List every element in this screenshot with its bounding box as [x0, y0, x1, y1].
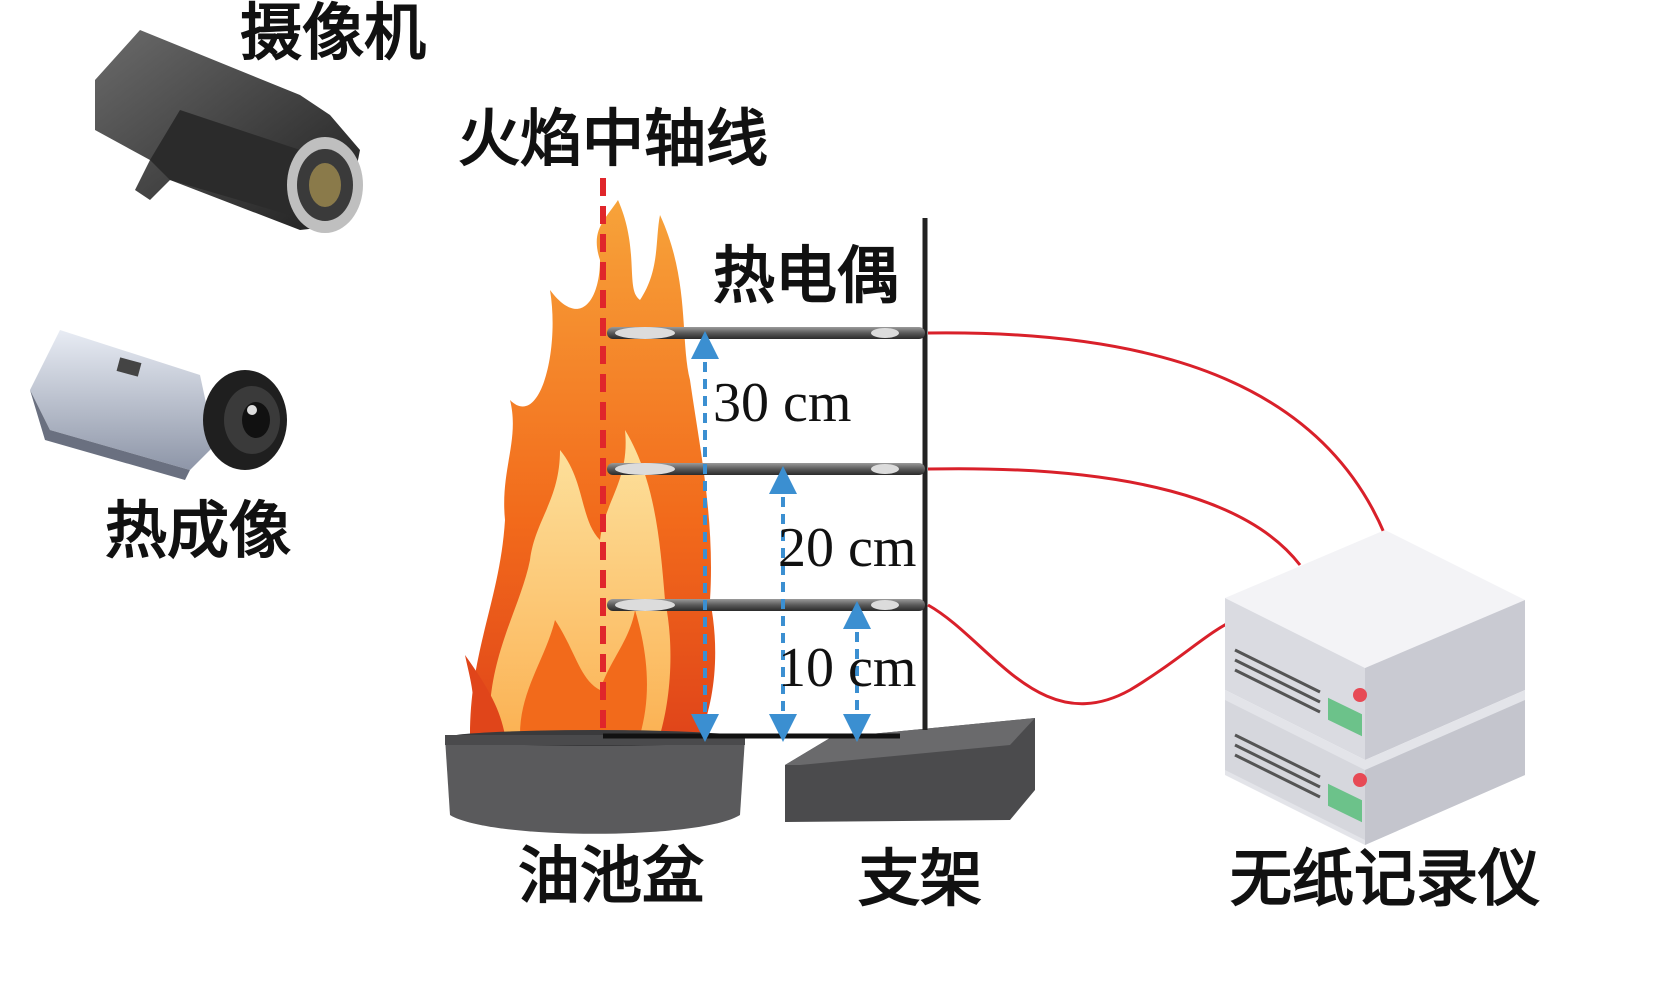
video-camera-icon — [95, 30, 363, 233]
wire-top — [927, 331, 1387, 536]
dimension-label-20cm: 20 cm — [778, 517, 917, 579]
thermocouple-label: 热电偶 — [713, 239, 900, 312]
flame-axis-label: 火焰中轴线 — [458, 102, 769, 175]
wire-middle — [927, 467, 1302, 566]
dimension-label-30cm: 30 cm — [713, 372, 852, 434]
camera-label: 摄像机 — [240, 0, 427, 69]
stand-base — [785, 718, 1035, 822]
thermocouple-rod-bottom — [607, 599, 925, 611]
thermocouple-rod-top — [607, 327, 925, 339]
oil-pan-label: 油池盆 — [518, 839, 705, 912]
thermocouple-rod-middle — [607, 463, 925, 475]
stand-label: 支架 — [858, 842, 983, 915]
oil-pan — [445, 730, 745, 834]
thermal-imager-label: 热成像 — [105, 494, 292, 567]
thermal-camera-icon — [30, 330, 287, 480]
dimension-label-10cm: 10 cm — [778, 637, 917, 699]
recorder-label: 无纸记录仪 — [1230, 842, 1541, 915]
wire-bottom — [927, 603, 1236, 706]
paperless-recorder-icon — [1225, 530, 1525, 845]
